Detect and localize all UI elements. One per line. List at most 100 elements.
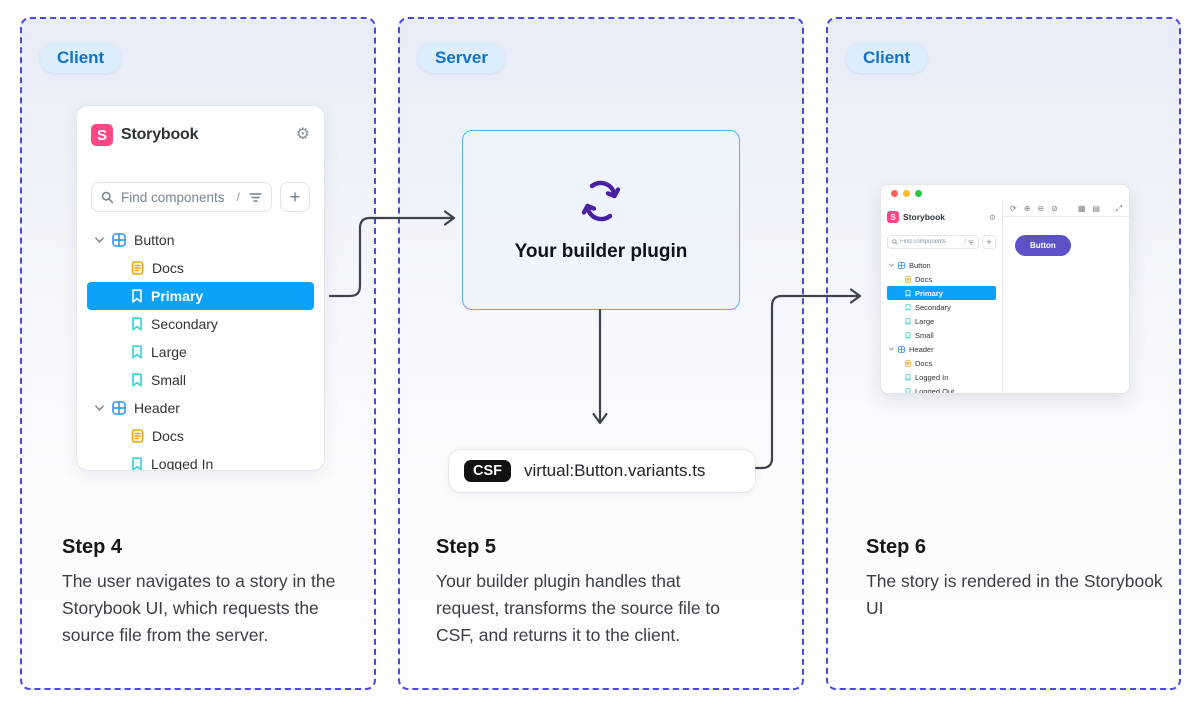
docs-icon: [131, 429, 144, 443]
storybook-preview-window: S Storybook ⚙ Find components / +: [880, 184, 1130, 394]
tree-item-button[interactable]: Button: [887, 258, 996, 272]
add-button[interactable]: +: [982, 235, 996, 249]
search-placeholder: Find components: [900, 239, 947, 245]
search-shortcut-hint: /: [236, 190, 240, 204]
gear-icon[interactable]: ⚙: [988, 212, 996, 222]
minimize-window-icon[interactable]: [903, 189, 910, 197]
tree-item-label: Large: [151, 344, 187, 360]
gear-icon[interactable]: ⚙: [295, 126, 310, 143]
tree-item-label: Small: [915, 330, 934, 340]
server-badge: Server: [418, 43, 505, 73]
tree-item-secondary[interactable]: Secondary: [87, 310, 314, 338]
tree-item-button-docs[interactable]: Docs: [87, 254, 314, 282]
filter-icon[interactable]: [249, 192, 262, 203]
chevron-down-icon: [95, 237, 104, 243]
search-shortcut-hint: /: [964, 239, 966, 245]
maximize-window-icon[interactable]: [915, 189, 922, 197]
canvas-toolbar: ⟳ ⊕ ⊖ ⊘ ▦ ▤ ⤢: [1003, 201, 1129, 217]
component-icon: [898, 345, 905, 353]
story-icon: [132, 373, 142, 387]
docs-icon: [905, 275, 911, 283]
mini-sidebar: S Storybook ⚙ Find components / +: [881, 201, 1003, 394]
chevron-down-icon: [889, 347, 894, 351]
zoom-in-icon[interactable]: ⊕: [1023, 204, 1031, 213]
tree-item-header-docs[interactable]: Docs: [887, 356, 996, 370]
tree-item-small[interactable]: Small: [887, 328, 996, 342]
tree-item-label: Docs: [915, 358, 933, 368]
story-icon: [905, 303, 911, 311]
rendered-button-component[interactable]: Button: [1015, 235, 1071, 256]
csf-badge: CSF: [464, 460, 511, 482]
csf-filename: virtual:Button.variants.ts: [524, 461, 706, 480]
tree-item-logged-in[interactable]: Logged In: [87, 450, 314, 471]
docs-icon: [905, 359, 911, 367]
step-description: Your builder plugin handles that request…: [436, 571, 721, 645]
tree-item-label: Logged Out: [915, 386, 955, 394]
storybook-logo: S: [887, 211, 899, 223]
tree-item-header[interactable]: Header: [887, 342, 996, 356]
tree-item-label: Logged In: [151, 456, 214, 471]
tree-item-logged-in[interactable]: Logged In: [887, 370, 996, 384]
tree-item-button-docs[interactable]: Docs: [887, 272, 996, 286]
story-icon: [132, 345, 142, 359]
tree-item-label: Header: [134, 400, 180, 416]
story-icon: [132, 289, 142, 303]
filter-icon[interactable]: [968, 240, 974, 245]
component-icon: [898, 261, 905, 269]
client-badge: Client: [846, 43, 928, 73]
step-description: The user navigates to a story in the Sto…: [62, 571, 336, 645]
builder-plugin-label: Your builder plugin: [514, 241, 688, 262]
mini-canvas: ⟳ ⊕ ⊖ ⊘ ▦ ▤ ⤢ Button: [1003, 201, 1129, 393]
tree-item-header[interactable]: Header: [87, 394, 314, 422]
panel-server: Server Your builder plugin CSF virtual:B…: [398, 17, 804, 690]
search-input[interactable]: Find components /: [887, 235, 979, 249]
tree-item-primary-selected[interactable]: Primary: [87, 282, 314, 310]
client-badge: Client: [40, 43, 122, 73]
tree-item-large[interactable]: Large: [87, 338, 314, 366]
tree-item-header-docs[interactable]: Docs: [87, 422, 314, 450]
tree-item-label: Header: [909, 344, 934, 354]
csf-file-pill: CSF virtual:Button.variants.ts: [448, 449, 756, 493]
window-titlebar: [881, 185, 1129, 201]
tree-item-primary-selected[interactable]: Primary: [887, 286, 996, 300]
grid-toggle-icon[interactable]: ▦: [1077, 204, 1086, 213]
search-input[interactable]: Find components /: [91, 182, 272, 212]
zoom-reset-icon[interactable]: ⊘: [1051, 204, 1058, 213]
tree-item-logged-out[interactable]: Logged Out: [887, 384, 996, 394]
background-toggle-icon[interactable]: ▤: [1092, 204, 1100, 213]
tree-item-label: Secondary: [915, 302, 951, 312]
storybook-sidebar-card: S Storybook ⚙ Find components / + Button: [76, 105, 325, 471]
storybook-logo: S: [91, 124, 113, 146]
tree-item-label: Large: [915, 316, 935, 326]
component-icon: [112, 233, 126, 247]
step-title: Step 4: [62, 536, 123, 558]
expand-icon[interactable]: ⤢: [1115, 203, 1122, 213]
search-icon: [892, 239, 898, 245]
sync-icon: [581, 180, 621, 222]
tree-item-button[interactable]: Button: [87, 226, 314, 254]
panel-client-1: Client S Storybook ⚙ Find components / +: [20, 17, 376, 690]
tree-item-small[interactable]: Small: [87, 366, 314, 394]
tree-item-label: Button: [909, 260, 931, 270]
story-icon: [905, 387, 911, 393]
docs-icon: [131, 261, 144, 275]
tree-item-label: Docs: [915, 274, 933, 284]
story-icon: [132, 457, 142, 470]
close-window-icon[interactable]: [891, 189, 898, 197]
add-button[interactable]: +: [280, 182, 310, 212]
zoom-out-icon[interactable]: ⊖: [1037, 204, 1045, 213]
remount-icon[interactable]: ⟳: [1010, 204, 1017, 213]
tree-item-label: Docs: [152, 428, 184, 444]
builder-plugin-box: Your builder plugin: [462, 130, 740, 310]
storybook-title: Storybook: [903, 212, 946, 222]
tree-item-secondary[interactable]: Secondary: [887, 300, 996, 314]
chevron-down-icon: [889, 263, 894, 267]
step-title: Step 6: [866, 536, 927, 558]
tree-item-label: Logged In: [915, 372, 949, 382]
step-title: Step 5: [436, 536, 497, 558]
tree-item-label: Secondary: [151, 316, 218, 332]
tree-item-label: Primary: [151, 288, 204, 304]
search-placeholder: Find components: [121, 189, 225, 205]
tree-item-large[interactable]: Large: [887, 314, 996, 328]
